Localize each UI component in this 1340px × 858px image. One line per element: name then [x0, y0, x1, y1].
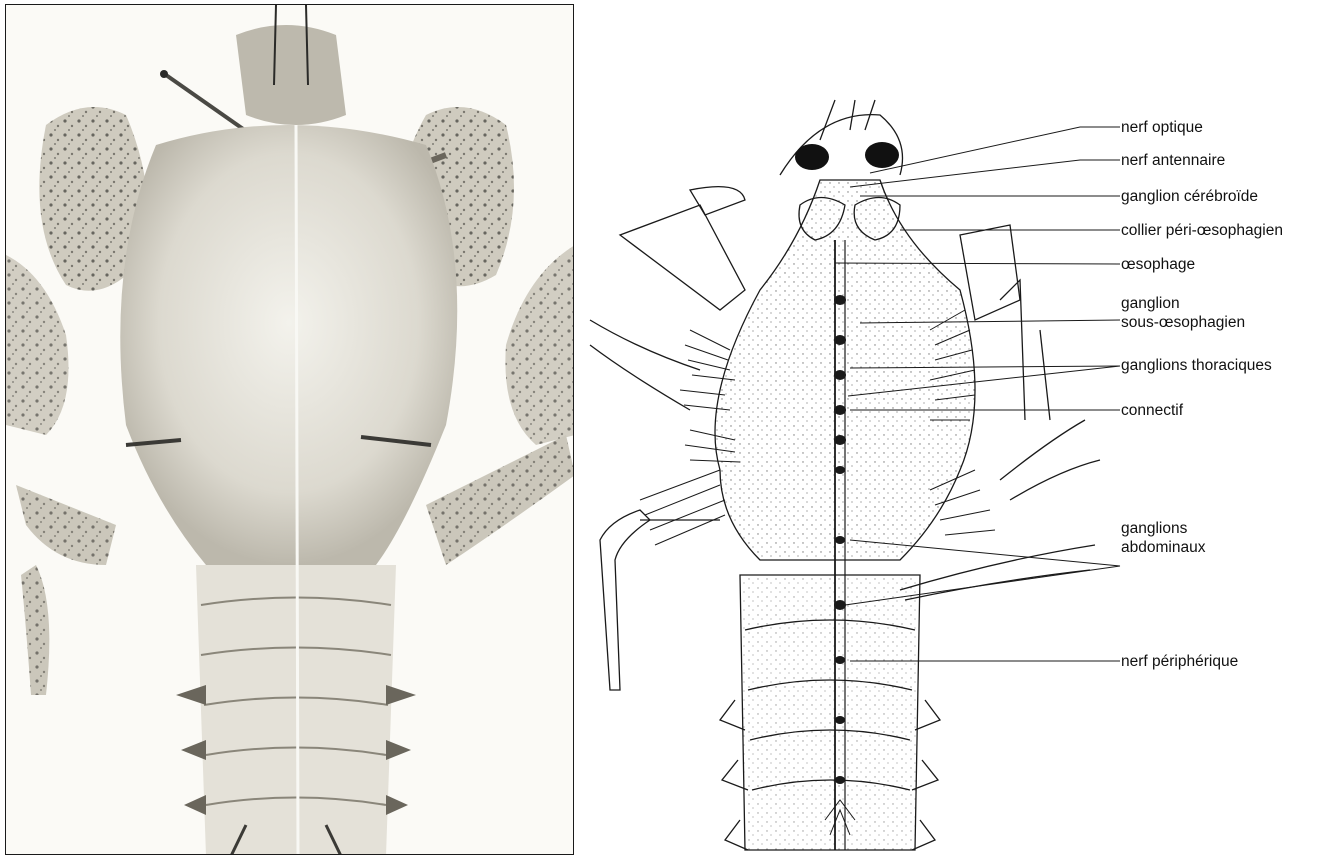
crayfish-photo-illustration — [6, 5, 574, 855]
crayfish-photo — [5, 4, 574, 855]
nervous-system-drawing — [580, 95, 1340, 858]
nervous-system-illustration — [580, 95, 1340, 858]
